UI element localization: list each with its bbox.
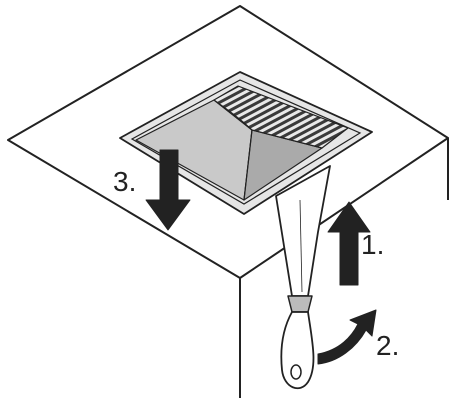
step-3-arrow <box>145 149 191 231</box>
vent-frame-inner <box>130 79 362 205</box>
knife-handle-hole <box>290 364 302 380</box>
knife-blade-bevel <box>299 199 303 293</box>
cover-ridge <box>213 99 253 201</box>
step-3-label: 3. <box>113 166 137 197</box>
knife-blade <box>275 165 331 297</box>
arrow-up-icon <box>327 201 371 286</box>
step-2-arrow <box>317 309 377 365</box>
step-1-label: 1. <box>361 229 385 260</box>
knife-handle <box>280 311 315 390</box>
curved-arrow-icon <box>317 309 377 365</box>
putty-knife-icon <box>275 165 331 390</box>
vent-cover <box>119 71 373 215</box>
cover-grate-slots <box>213 85 349 149</box>
knife-ferrule <box>287 295 313 313</box>
step-2-label: 2. <box>376 330 400 361</box>
step-1-arrow <box>327 201 371 286</box>
arrow-down-icon <box>145 149 191 231</box>
